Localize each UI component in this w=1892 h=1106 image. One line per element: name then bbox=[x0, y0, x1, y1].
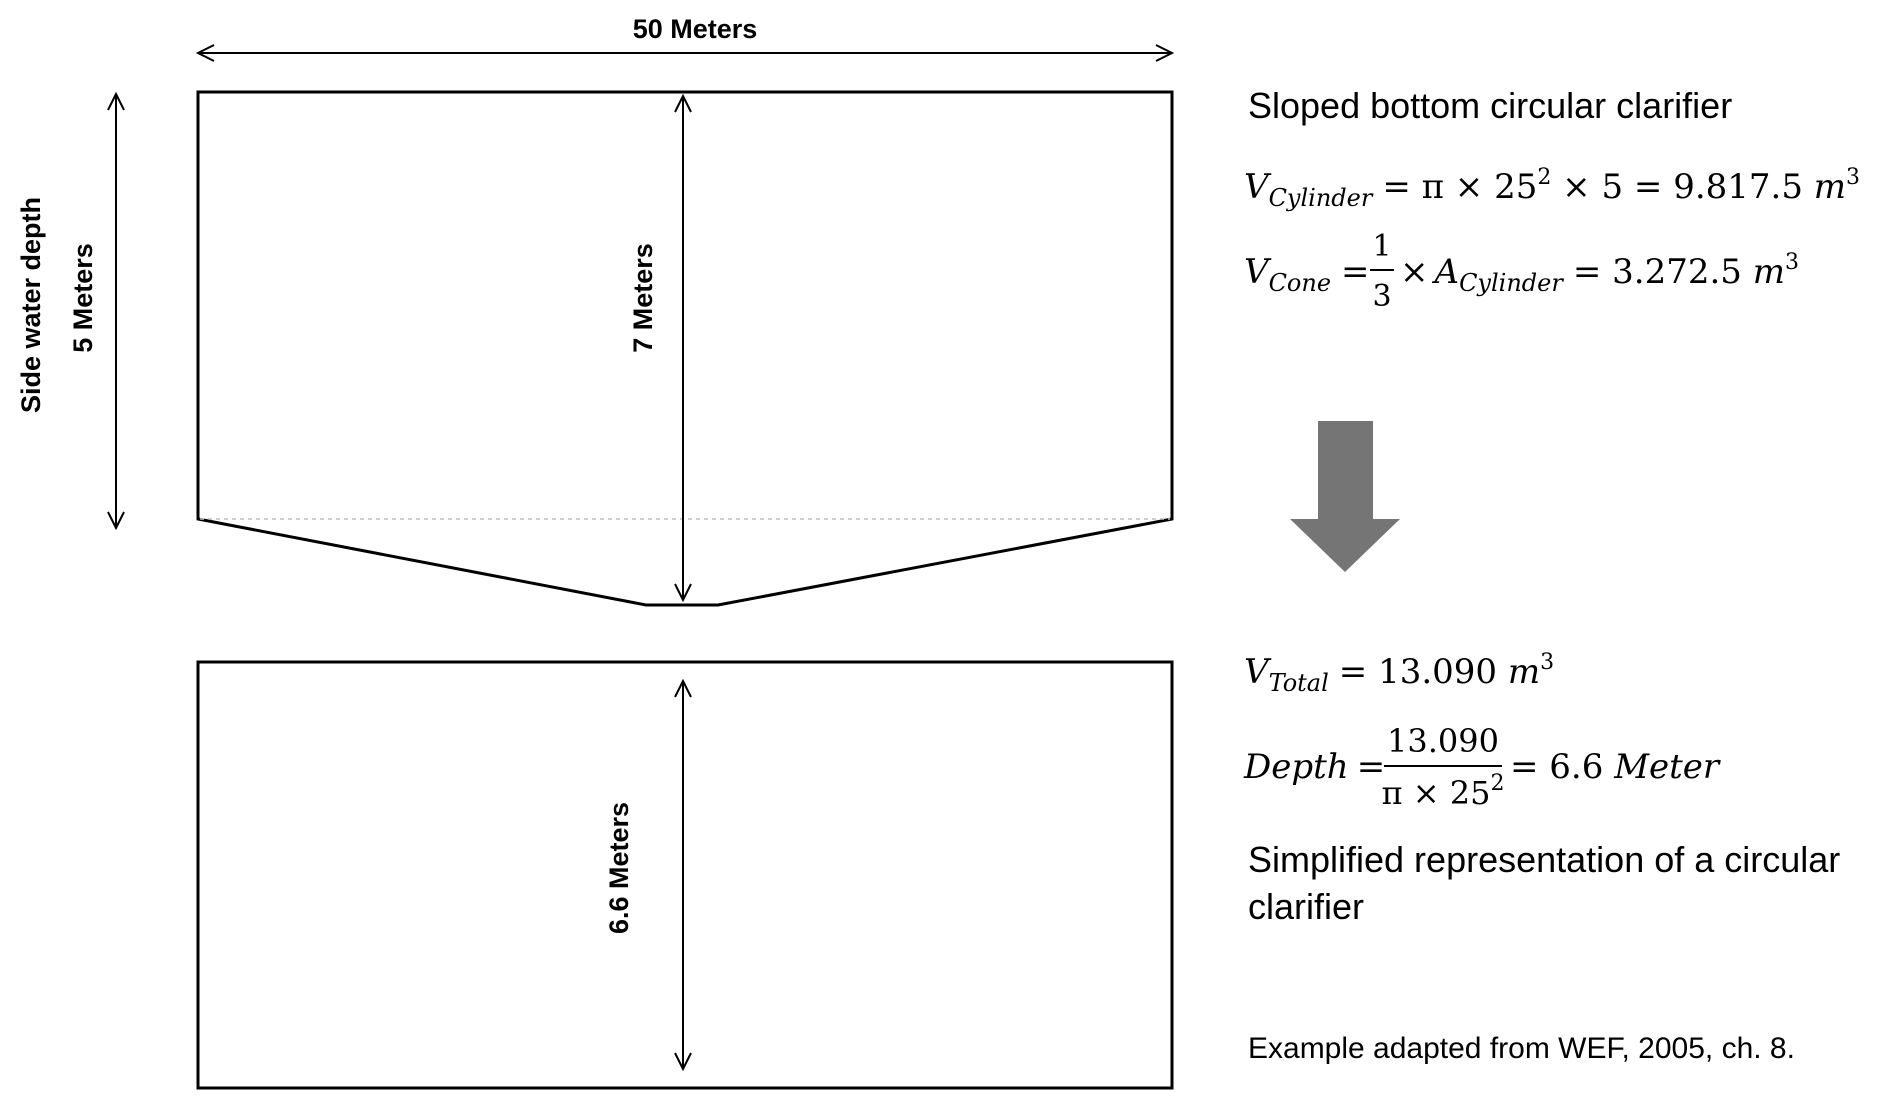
cone-volume-equation: VCone= 1 3 ×ACylinder= 3.272.5 m3 bbox=[1244, 229, 1799, 314]
simplified-clarifier-outline bbox=[196, 660, 1174, 1090]
svg-text:Depth=: Depth= bbox=[1243, 747, 1385, 787]
sloped-clarifier-diagram: 50 Meters Side water depth 5 Meters 7 Me… bbox=[16, 14, 1174, 607]
cone-eq-eq: = bbox=[1341, 252, 1370, 292]
cone-eq-var: V bbox=[1244, 252, 1272, 292]
cone-eq-a-var: A bbox=[1432, 252, 1460, 292]
cone-eq-times: × bbox=[1400, 252, 1429, 292]
cylinder-eq-expr-b: × 5 = 9.817.5 bbox=[1551, 167, 1813, 207]
depth-frac-den: π × 25 bbox=[1382, 774, 1491, 812]
depth-eq-unit: Meter bbox=[1613, 747, 1721, 787]
sloped-clarifier-outline bbox=[196, 90, 1174, 607]
depth-frac-den-exp: 2 bbox=[1490, 771, 1504, 796]
cone-eq-unit-exp: 3 bbox=[1785, 250, 1799, 275]
cone-frac-den: 3 bbox=[1372, 279, 1391, 314]
cylinder-eq-expr-a: = π × 25 bbox=[1382, 167, 1537, 207]
side-water-depth-label: 5 Meters bbox=[68, 243, 98, 353]
width-label: 50 Meters bbox=[633, 14, 758, 44]
cone-eq-unit: m bbox=[1753, 252, 1785, 292]
svg-text:VTotal= 13.090 m3: VTotal = 13.090 m3 bbox=[1244, 650, 1554, 697]
cone-eq-result: = 3.272.5 bbox=[1573, 252, 1753, 292]
svg-text:= 6.6 Meter: = 6.6 Meter bbox=[1510, 747, 1721, 787]
center-depth-label: 7 Meters bbox=[628, 243, 658, 353]
total-eq-unit-exp: 3 bbox=[1540, 650, 1554, 675]
sloped-clarifier-title: Sloped bottom circular clarifier bbox=[1248, 85, 1732, 126]
cylinder-eq-exp: 2 bbox=[1537, 165, 1551, 190]
source-note: Example adapted from WEF, 2005, ch. 8. bbox=[1248, 1032, 1795, 1065]
down-arrow-icon bbox=[1290, 421, 1400, 572]
simplified-title-line1: Simplified representation of a circular bbox=[1248, 839, 1840, 880]
total-eq-unit: m bbox=[1508, 652, 1540, 692]
total-volume-equation: VTotal = 13.090 m3 bbox=[1244, 650, 1554, 697]
depth-equation: Depth= 13.090 π × 252 = 6.6 Meter bbox=[1243, 722, 1721, 812]
cylinder-volume-equation: VCylinder = π × 252 × 5 = 9.817.5 m3 bbox=[1244, 165, 1860, 212]
cylinder-eq-unit: m bbox=[1814, 167, 1846, 207]
svg-text:VCylinder= π × 252 × 5 = 9.817: VCylinder = π × 252 × 5 = 9.817.5 m3 bbox=[1244, 165, 1860, 212]
svg-text:π × 252: π × 252 bbox=[1382, 771, 1505, 812]
depth-eq-lhs: Depth bbox=[1243, 747, 1349, 787]
cone-eq-sub: Cone bbox=[1269, 269, 1331, 297]
total-eq-result: = 13.090 bbox=[1339, 652, 1508, 692]
cone-frac-num: 1 bbox=[1372, 229, 1391, 264]
simplified-title-line2: clarifier bbox=[1248, 886, 1364, 927]
depth-eq-result: = 6.6 bbox=[1510, 747, 1614, 787]
svg-text:VCone=: VCone = bbox=[1244, 252, 1370, 297]
cone-eq-a-sub: Cylinder bbox=[1459, 269, 1564, 297]
simplified-clarifier-diagram: 6.6 Meters bbox=[196, 660, 1174, 1090]
cylinder-eq-sub: Cylinder bbox=[1269, 184, 1374, 212]
total-eq-var: V bbox=[1244, 652, 1272, 692]
cylinder-eq-unit-exp: 3 bbox=[1846, 165, 1860, 190]
cylinder-eq-var: V bbox=[1244, 167, 1272, 207]
svg-text:×ACylinder= 3.272.5 m3: ×ACylinder = 3.272.5 m3 bbox=[1400, 250, 1799, 297]
simplified-depth-label: 6.6 Meters bbox=[604, 802, 634, 934]
side-water-depth-title: Side water depth bbox=[16, 197, 46, 413]
depth-eq-eq: = bbox=[1357, 747, 1386, 787]
total-eq-sub: Total bbox=[1269, 669, 1329, 697]
depth-frac-num: 13.090 bbox=[1387, 722, 1499, 760]
